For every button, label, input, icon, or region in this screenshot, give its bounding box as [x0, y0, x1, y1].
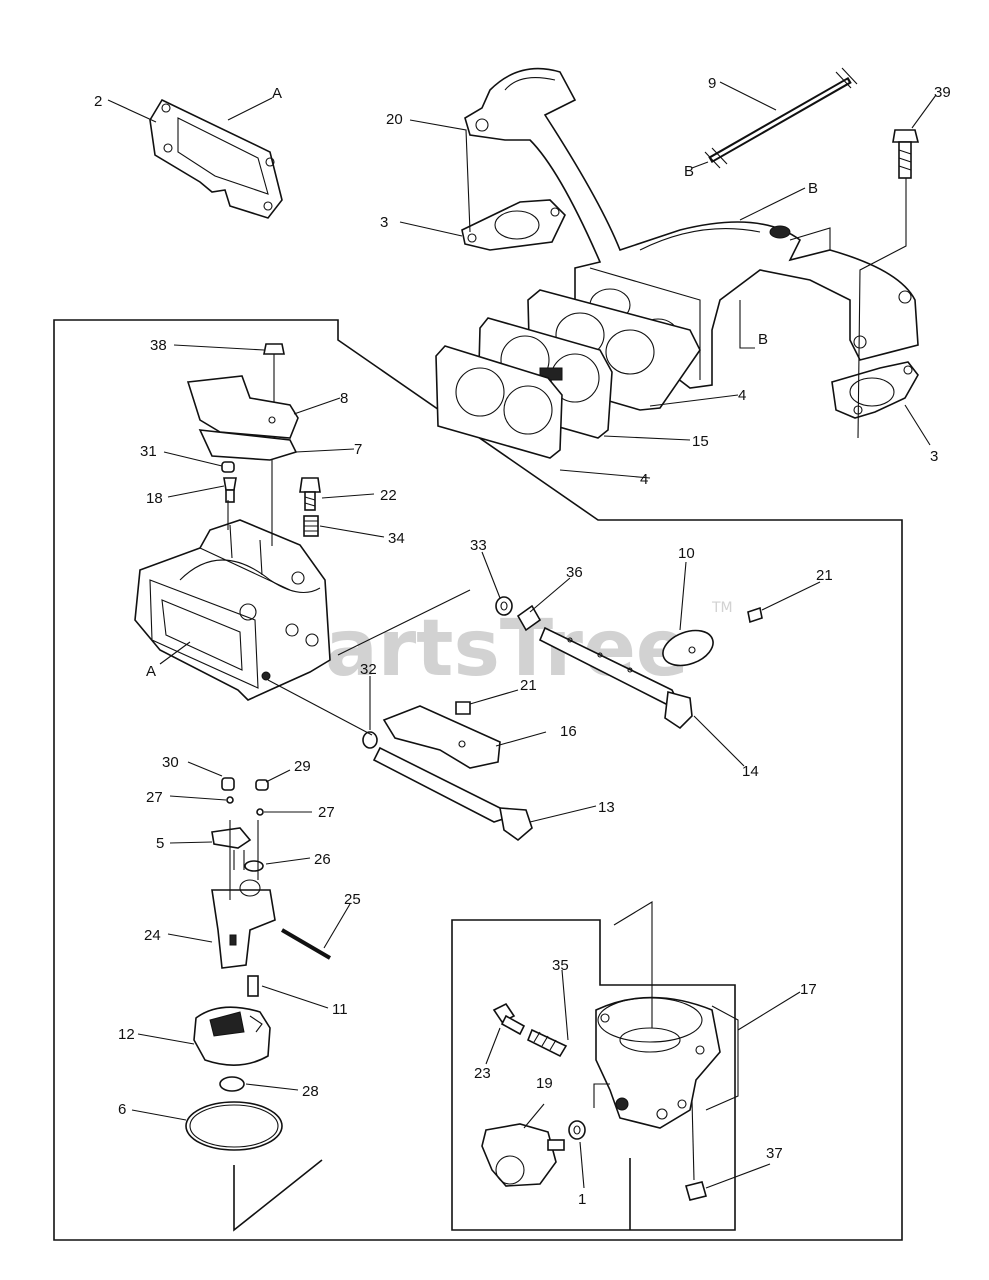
bracket-5 [211, 827, 252, 849]
callout-24: 24 [144, 927, 161, 944]
callout-labels: 2 A 20 3 9 B B 39 B 4 3 15 4 38 8 7 31 1… [94, 75, 951, 1208]
callout-5: 5 [156, 835, 164, 852]
gasket-4-front [435, 345, 563, 459]
callout-2: 2 [94, 93, 102, 110]
callout-1: 1 [578, 1191, 586, 1208]
gasket-7 [198, 429, 298, 461]
needle-11 [247, 975, 259, 997]
choke-plate-10 [662, 629, 714, 667]
callout-3a: 3 [380, 214, 388, 231]
bushing-33 [495, 596, 513, 616]
throttle-body-frame [451, 919, 736, 1231]
pin-25 [280, 928, 332, 960]
callout-ref-b3: B [758, 331, 768, 348]
washer-1 [568, 1120, 586, 1140]
callout-ref-a1: A [272, 85, 282, 102]
plug-29 [255, 779, 269, 791]
float-bowl-12 [193, 1006, 271, 1066]
carburetor-body [134, 519, 331, 701]
callout-9: 9 [708, 75, 716, 92]
plate-8 [186, 375, 299, 439]
o-ring-28 [219, 1076, 245, 1092]
screw-21-lower [455, 701, 471, 715]
watermark-tm: TM [711, 600, 733, 616]
callout-19: 19 [536, 1075, 553, 1092]
gasket-6 [185, 1101, 283, 1151]
callout-21b: 21 [520, 677, 537, 694]
callout-4a: 4 [738, 387, 746, 404]
callout-35: 35 [552, 957, 569, 974]
o-ring-26 [244, 860, 264, 872]
callout-7: 7 [354, 441, 362, 458]
callout-27a: 27 [146, 789, 163, 806]
throttle-body-17 [595, 996, 721, 1129]
washer-27-left [226, 796, 234, 804]
spring-35 [526, 1028, 568, 1058]
gasket-2 [149, 98, 283, 219]
callout-15: 15 [692, 433, 709, 450]
callout-23: 23 [474, 1065, 491, 1082]
stud-9 [704, 67, 858, 169]
screw-22 [299, 477, 321, 511]
leader-lines [107, 81, 937, 1189]
screw-37 [685, 1099, 707, 1201]
callout-20: 20 [386, 111, 403, 128]
callout-ref-b2: B [808, 180, 818, 197]
callout-28: 28 [302, 1083, 319, 1100]
callout-ref-a2: A [146, 663, 156, 680]
callout-8: 8 [340, 390, 348, 407]
screw-23 [492, 1002, 526, 1036]
callout-25: 25 [344, 891, 361, 908]
callout-13: 13 [598, 799, 615, 816]
throttle-shaft-13 [372, 746, 533, 842]
callout-26: 26 [314, 851, 331, 868]
callout-22: 22 [380, 487, 397, 504]
callout-27b: 27 [318, 804, 335, 821]
bowl-guide-line [233, 1159, 323, 1232]
callout-39: 39 [934, 84, 951, 101]
gasket-3-left [461, 199, 566, 251]
screw-21-upper [747, 606, 763, 624]
callout-6: 6 [118, 1101, 126, 1118]
callout-36: 36 [566, 564, 583, 581]
callout-29: 29 [294, 758, 311, 775]
callout-21a: 21 [816, 567, 833, 584]
callout-17: 17 [800, 981, 817, 998]
callout-37: 37 [766, 1145, 783, 1162]
solenoid-19 [481, 1123, 565, 1187]
plug-31 [221, 461, 235, 473]
callout-32: 32 [360, 661, 377, 678]
callout-33: 33 [470, 537, 487, 554]
spring-34 [303, 515, 319, 537]
bolt-39 [892, 129, 920, 179]
callout-12: 12 [118, 1026, 135, 1043]
callout-34: 34 [388, 530, 405, 547]
intake-manifold [464, 67, 919, 389]
callout-16: 16 [560, 723, 577, 740]
callout-31: 31 [140, 443, 157, 460]
assembly-frame [53, 319, 903, 1241]
screw-18 [223, 477, 237, 503]
throttle-plate-16 [382, 705, 501, 769]
callout-30: 30 [162, 754, 179, 771]
choke-shaft-14 [538, 626, 693, 730]
callout-18: 18 [146, 490, 163, 507]
callout-14: 14 [742, 763, 759, 780]
bushing-32 [362, 731, 378, 749]
callout-ref-b1: B [684, 163, 694, 180]
gasket-3-right [831, 361, 919, 419]
callout-11: 11 [332, 1001, 348, 1018]
float-24 [211, 879, 276, 969]
seal-36 [516, 604, 542, 632]
washer-27-right [256, 808, 264, 816]
callout-38: 38 [150, 337, 167, 354]
callout-10: 10 [678, 545, 695, 562]
plug-30 [221, 777, 235, 791]
callout-3b: 3 [930, 448, 938, 465]
callout-4b: 4 [640, 471, 648, 488]
